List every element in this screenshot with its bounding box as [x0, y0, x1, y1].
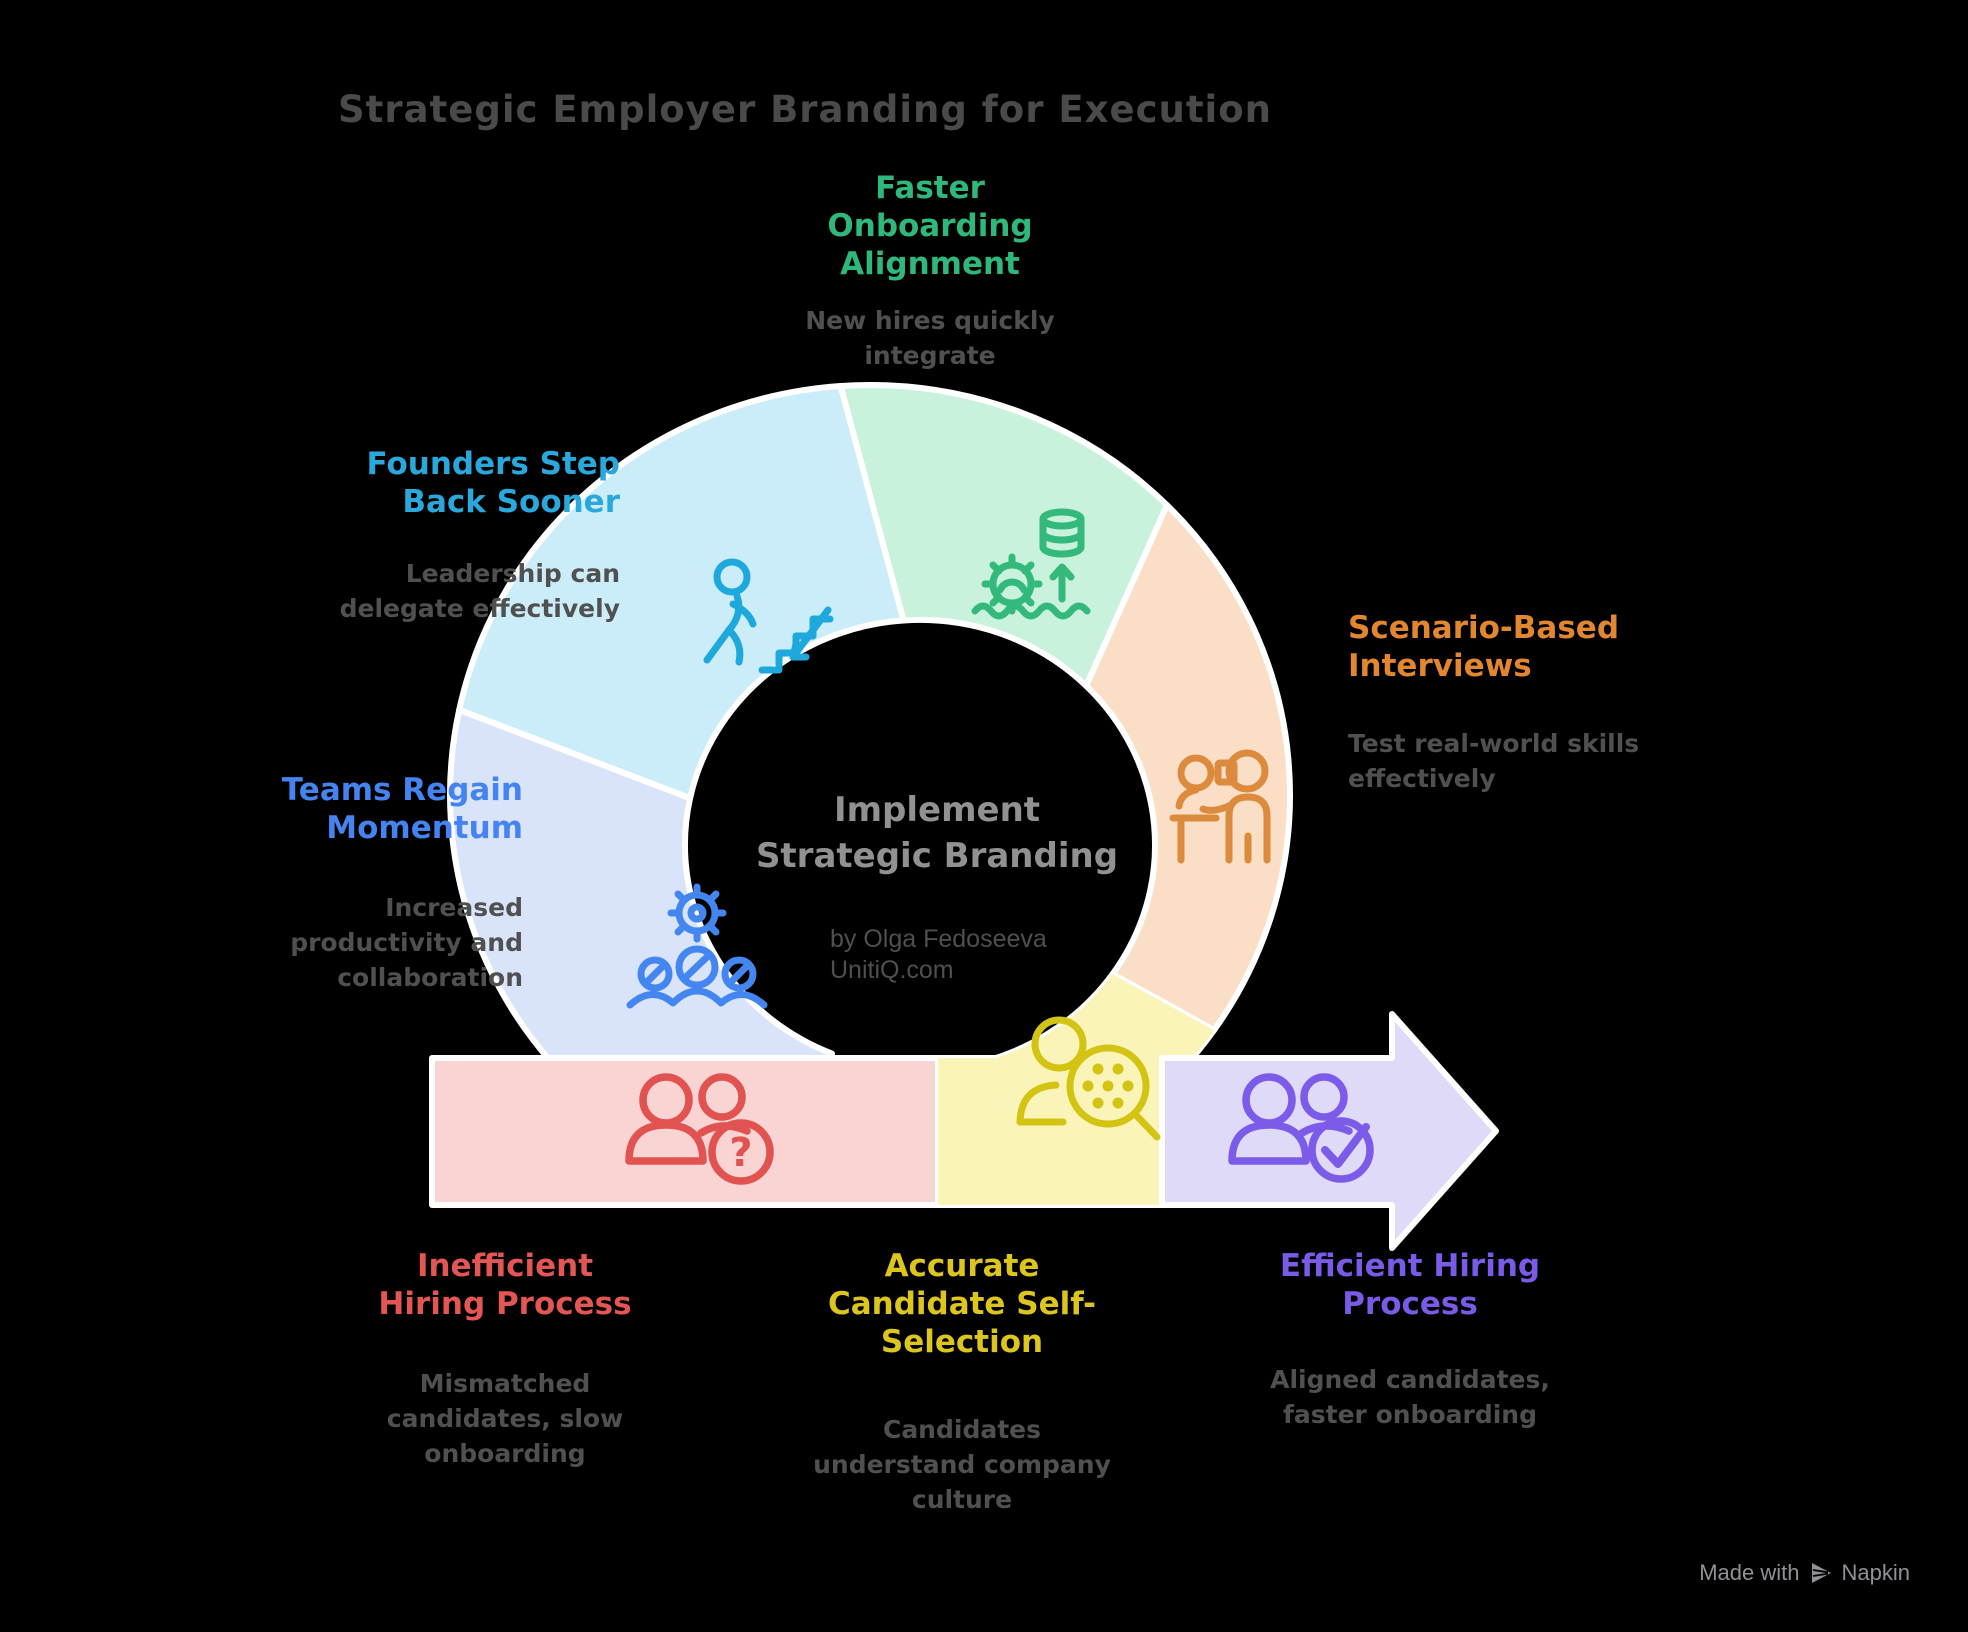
node-desc-founders-step-back: Leadership can delegate effectively	[339, 559, 620, 623]
node-label-accurate-selection: Accurate Candidate Self- Selection	[827, 1248, 1097, 1360]
node-label-efficient-hiring: Efficient Hiring Process	[1279, 1248, 1541, 1322]
people-question-icon: ?	[625, 1073, 774, 1185]
interview-desk-icon	[1169, 749, 1271, 864]
center-title: Implement Strategic Branding	[755, 790, 1119, 876]
napkin-logo-icon	[1811, 1563, 1831, 1583]
center-byline: by Olga Fedoseeva UnitiQ.com	[830, 925, 1047, 985]
svg-text:?: ?	[729, 1130, 752, 1176]
watermark: Made with Napkin	[1650, 1560, 1910, 1586]
node-label-faster-onboarding: Faster Onboarding Alignment	[827, 170, 1033, 282]
node-desc-accurate-selection: Candidates understand company culture	[813, 1415, 1111, 1514]
node-desc-teams-regain: Increased productivity and collaboration	[290, 893, 523, 992]
node-desc-scenario-interviews: Test real-world skills effectively	[1348, 729, 1640, 793]
node-label-founders-step-back: Founders Step Back Sooner	[366, 446, 620, 520]
node-desc-faster-onboarding: New hires quickly integrate	[805, 306, 1055, 370]
segment-accurate-selection-band-merge	[938, 1058, 1162, 1205]
segment-founders-step-back	[456, 383, 907, 802]
node-label-scenario-interviews: Scenario-Based Interviews	[1348, 610, 1620, 684]
segment-efficient-hiring-arrow	[1159, 1011, 1499, 1251]
person-stairs-icon	[703, 558, 834, 674]
watermark-brand: Napkin	[1841, 1560, 1910, 1585]
candidate-screening-icon	[1016, 1016, 1161, 1141]
node-desc-inefficient-hiring: Mismatched candidates, slow onboarding	[386, 1369, 624, 1468]
segment-scenario-interviews	[1083, 502, 1293, 1034]
node-label-teams-regain: Teams Regain Momentum	[281, 772, 523, 846]
page-title: Strategic Employer Branding for Executio…	[338, 88, 1272, 131]
gear-growth-icon	[971, 508, 1091, 620]
watermark-made-with: Made with	[1699, 1560, 1800, 1585]
node-desc-efficient-hiring: Aligned candidates, faster onboarding	[1270, 1365, 1550, 1429]
candidate-screening-dots	[1082, 1063, 1134, 1109]
node-label-inefficient-hiring: Inefficient Hiring Process	[378, 1248, 632, 1322]
people-check-icon	[1228, 1073, 1374, 1183]
gear-team-icon	[626, 883, 768, 1009]
